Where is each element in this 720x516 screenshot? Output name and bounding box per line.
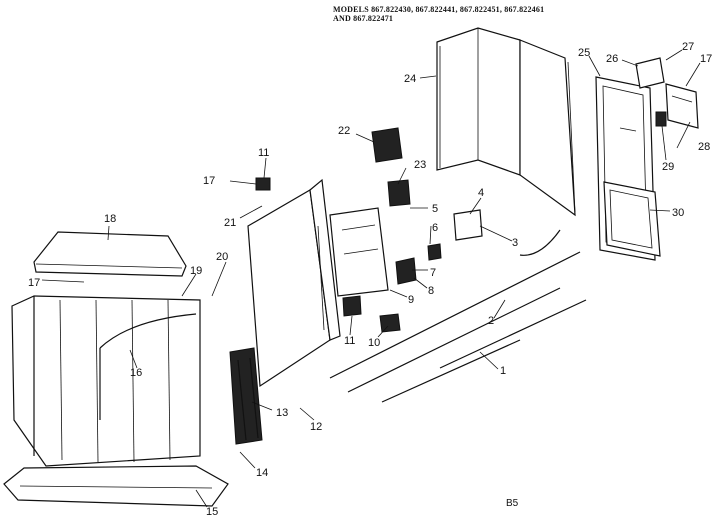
callout-17c: 17 bbox=[700, 53, 712, 65]
callout-30: 30 bbox=[672, 207, 684, 219]
callout-17a: 17 bbox=[28, 277, 40, 289]
callout-12: 12 bbox=[310, 421, 322, 433]
callout-19: 19 bbox=[190, 265, 202, 277]
callout-26: 26 bbox=[606, 53, 618, 65]
condenser-coil-housing bbox=[11, 295, 201, 467]
callout-2: 2 bbox=[488, 315, 494, 327]
callout-13: 13 bbox=[276, 407, 288, 419]
top-cover bbox=[33, 231, 187, 277]
callout-25: 25 bbox=[578, 47, 590, 59]
callout-28: 28 bbox=[698, 141, 710, 153]
callout-4: 4 bbox=[478, 187, 484, 199]
models-header-line1: MODELS 867.822430, 867.822441, 867.82245… bbox=[333, 5, 545, 14]
callout-27: 27 bbox=[682, 41, 694, 53]
callout-11a: 11 bbox=[258, 147, 269, 159]
callout-22: 22 bbox=[338, 125, 350, 137]
callout-18: 18 bbox=[104, 213, 116, 225]
callout-15: 15 bbox=[206, 506, 218, 516]
filter-gasket bbox=[603, 181, 661, 257]
callout-20: 20 bbox=[216, 251, 228, 263]
partition-panel bbox=[247, 178, 341, 388]
callout-5: 5 bbox=[432, 203, 438, 215]
models-header-line2: AND 867.822471 bbox=[333, 14, 394, 23]
callout-6: 6 bbox=[432, 222, 438, 234]
leader-lines bbox=[41, 49, 701, 508]
callout-3: 3 bbox=[512, 237, 518, 249]
callout-10: 10 bbox=[368, 337, 380, 349]
callout-7: 7 bbox=[430, 267, 436, 279]
callout-16: 16 bbox=[130, 367, 142, 379]
callout-17b: 17 bbox=[203, 175, 215, 187]
callout-8: 8 bbox=[428, 285, 434, 297]
callout-labels: 1 2 3 4 5 6 7 8 9 10 11 11 12 13 14 15 1… bbox=[28, 41, 712, 516]
callout-23: 23 bbox=[414, 159, 426, 171]
control-box bbox=[255, 127, 483, 333]
callout-29: 29 bbox=[662, 161, 674, 173]
cabinet-wrapper-panel bbox=[436, 27, 576, 217]
callout-21: 21 bbox=[224, 217, 236, 229]
callout-14: 14 bbox=[256, 467, 268, 479]
control-bracket bbox=[635, 57, 699, 129]
callout-9: 9 bbox=[408, 294, 414, 306]
compressor-assembly bbox=[229, 347, 263, 445]
callout-24: 24 bbox=[404, 73, 416, 85]
callout-1: 1 bbox=[500, 365, 506, 377]
refrigerant-tubes bbox=[329, 229, 587, 403]
base-pan bbox=[3, 465, 229, 507]
callout-11b: 11 bbox=[344, 335, 355, 347]
page-code: B5 bbox=[506, 498, 519, 509]
